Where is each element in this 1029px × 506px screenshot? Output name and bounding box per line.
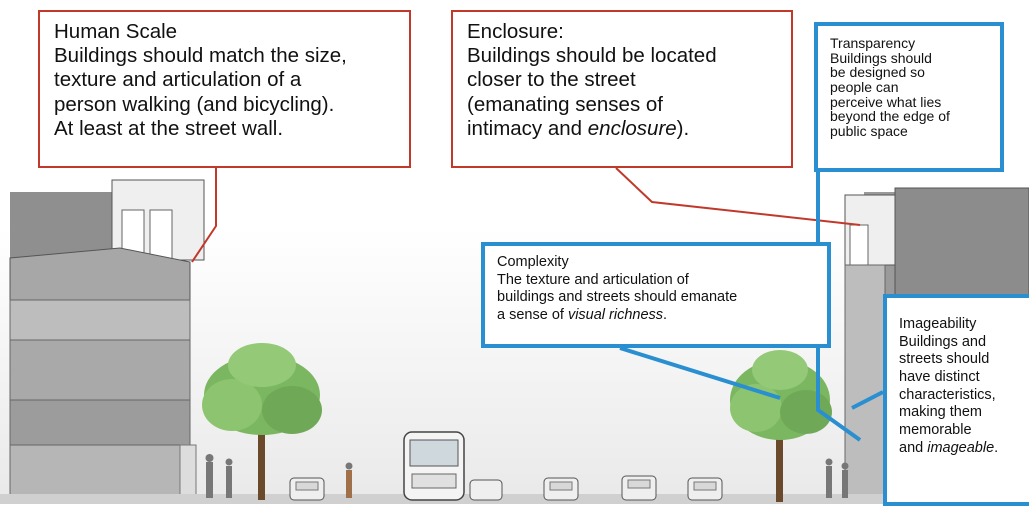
human-scale-line-3: person walking (and bicycling).	[54, 92, 335, 116]
car-1	[289, 477, 325, 501]
complexity-line-1: The texture and articulation of	[497, 271, 689, 288]
transparency-line-1: Buildings should	[830, 49, 932, 66]
complexity-emphasis: visual richness	[567, 307, 664, 324]
imageability-line-4: characteristics,	[899, 386, 996, 403]
imageability-leader	[851, 390, 884, 410]
human-scale-line-1: Buildings should match the size,	[54, 44, 347, 68]
imageability-line-2: streets should	[899, 351, 990, 368]
car-4	[687, 477, 723, 501]
transparency-line-6: public space	[830, 123, 908, 140]
imageability-line-7-prefix: and	[899, 439, 928, 456]
transparency-line-5: beyond the edge of	[830, 108, 950, 125]
human-scale-heading: Human Scale	[54, 20, 178, 43]
bus	[403, 431, 465, 501]
enclosure-line-1: Buildings should be located	[467, 44, 717, 68]
complexity-leader	[619, 346, 781, 400]
human-scale-leader	[191, 168, 217, 263]
imageability-callout: Imageability Buildings and streets shoul…	[883, 294, 1029, 506]
imageability-heading: Imageability	[899, 316, 977, 332]
human-scale-callout: Human Scale Buildings should match the s…	[38, 10, 411, 168]
imageability-line-6: memorable	[899, 422, 972, 439]
enclosure-line-4-prefix: intimacy and	[467, 116, 588, 140]
imageability-line-1: Buildings and	[899, 333, 987, 350]
imageability-line-7-suffix: .	[994, 439, 999, 456]
imageability-line-3: have distinct	[899, 369, 980, 386]
enclosure-emphasis: enclosure	[587, 116, 677, 140]
transparency-line-3: people can	[830, 79, 899, 96]
transparency-callout: Transparency Buildings should be designe…	[814, 22, 1004, 172]
enclosure-line-2: closer to the street	[467, 68, 636, 92]
enclosure-line-4: intimacy and enclosure).	[467, 117, 777, 141]
complexity-line-3-prefix: a sense of	[497, 307, 568, 324]
enclosure-leader	[615, 167, 861, 226]
transparency-line-4: perceive what lies	[830, 93, 942, 110]
complexity-heading: Complexity	[497, 254, 569, 270]
complexity-line-3: a sense of visual richness.	[497, 307, 815, 325]
pedestrians	[205, 454, 849, 498]
enclosure-callout: Enclosure: Buildings should be located c…	[451, 10, 793, 168]
complexity-callout: Complexity The texture and articulation …	[481, 242, 831, 348]
imageability-line-5: making them	[899, 404, 983, 421]
imageability-line-7: and imageable.	[899, 440, 1017, 458]
human-scale-line-4: At least at the street wall.	[54, 116, 284, 140]
enclosure-line-3: (emanating senses of	[467, 92, 664, 116]
transparency-heading: Transparency	[830, 35, 916, 51]
car-3	[621, 475, 657, 501]
car-5	[469, 479, 503, 501]
left-tree	[202, 343, 322, 500]
transparency-line-2: be designed so	[830, 64, 925, 81]
enclosure-line-4-suffix: ).	[676, 116, 690, 140]
enclosure-heading: Enclosure:	[467, 20, 564, 43]
human-scale-line-2: texture and articulation of a	[54, 68, 302, 92]
car-2	[543, 477, 579, 501]
complexity-line-2: buildings and streets should emanate	[497, 289, 738, 306]
left-building	[9, 179, 205, 504]
complexity-line-3-suffix: .	[663, 307, 668, 324]
imageability-emphasis: imageable	[927, 439, 995, 456]
